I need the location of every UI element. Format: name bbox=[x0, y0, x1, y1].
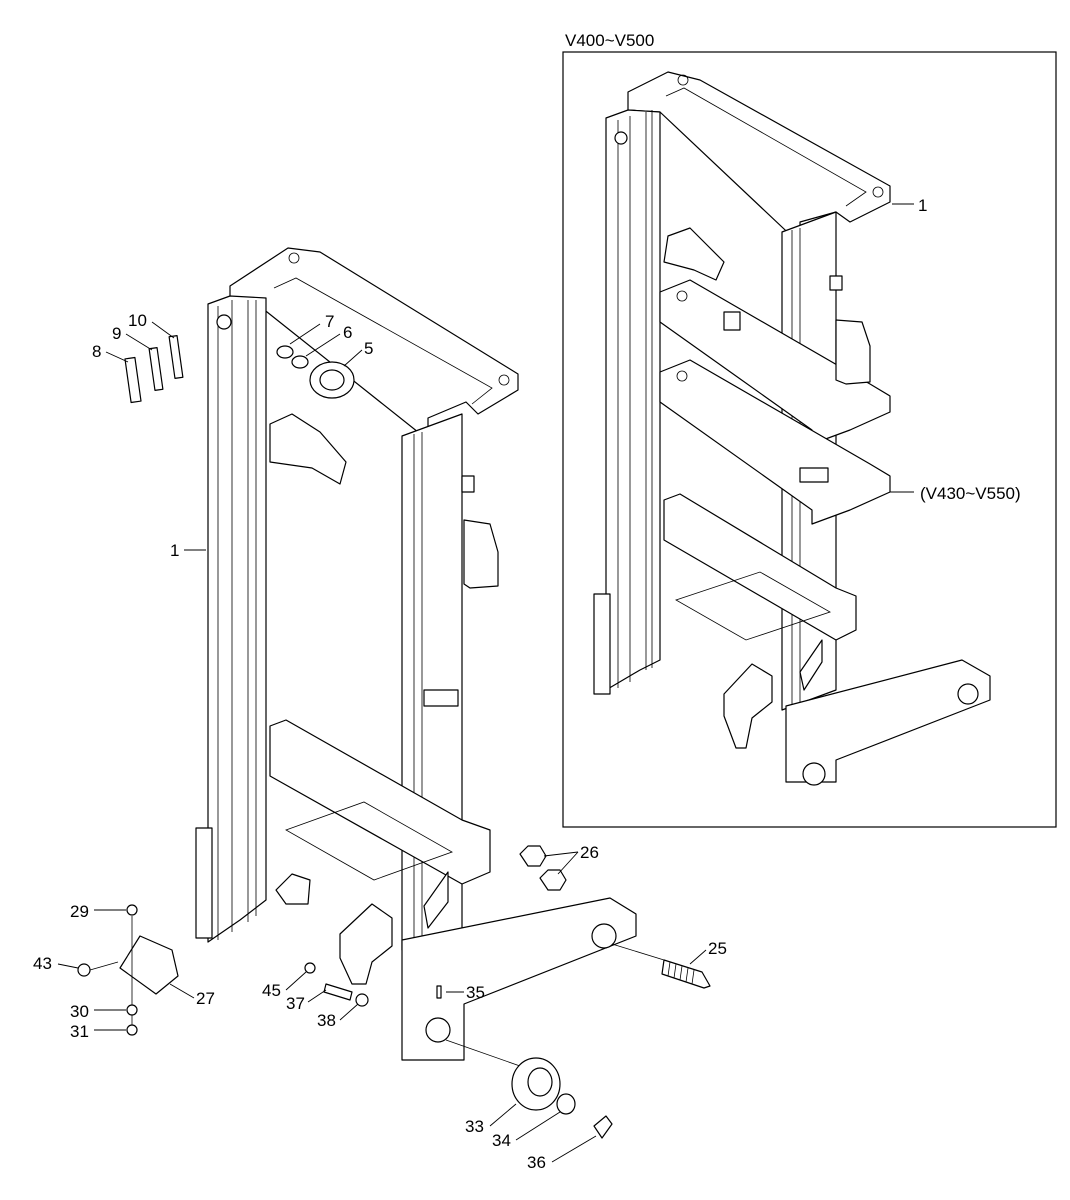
inset-title: V400~V500 bbox=[565, 31, 654, 50]
callout-33: 33 bbox=[465, 1117, 484, 1136]
callout-8: 8 bbox=[92, 342, 101, 361]
callout-45: 45 bbox=[262, 981, 281, 1000]
exploded-small-parts bbox=[77, 335, 711, 1139]
callout-43: 43 bbox=[33, 954, 52, 973]
callout-26: 26 bbox=[580, 843, 599, 862]
callout-37: 37 bbox=[286, 994, 305, 1013]
callout-25: 25 bbox=[708, 939, 727, 958]
callout-10: 10 bbox=[128, 311, 147, 330]
callout-34: 34 bbox=[492, 1131, 511, 1150]
callout-9: 9 bbox=[112, 324, 121, 343]
inset-mast-drawing bbox=[593, 71, 991, 786]
callout-1: 1 bbox=[170, 541, 179, 560]
inset-callout-1: 1 bbox=[918, 196, 927, 215]
callout-5: 5 bbox=[364, 339, 373, 358]
callout-7: 7 bbox=[325, 312, 334, 331]
inset-frame: V400~V500 bbox=[562, 31, 1057, 828]
callout-31: 31 bbox=[70, 1022, 89, 1041]
main-mast-drawing bbox=[195, 247, 665, 1067]
callout-30: 30 bbox=[70, 1002, 89, 1021]
inset-leaders: 1 (V430~V550) bbox=[890, 196, 1021, 503]
callout-38: 38 bbox=[317, 1011, 336, 1030]
callout-27: 27 bbox=[196, 989, 215, 1008]
main-callouts: 1 5 6 7 8 9 10 26 25 27 29 30 31 43 45 3… bbox=[33, 311, 727, 1172]
inset-callout-variant: (V430~V550) bbox=[920, 484, 1021, 503]
callout-35: 35 bbox=[466, 983, 485, 1002]
callout-6: 6 bbox=[343, 323, 352, 342]
callout-36: 36 bbox=[527, 1153, 546, 1172]
callout-29: 29 bbox=[70, 902, 89, 921]
